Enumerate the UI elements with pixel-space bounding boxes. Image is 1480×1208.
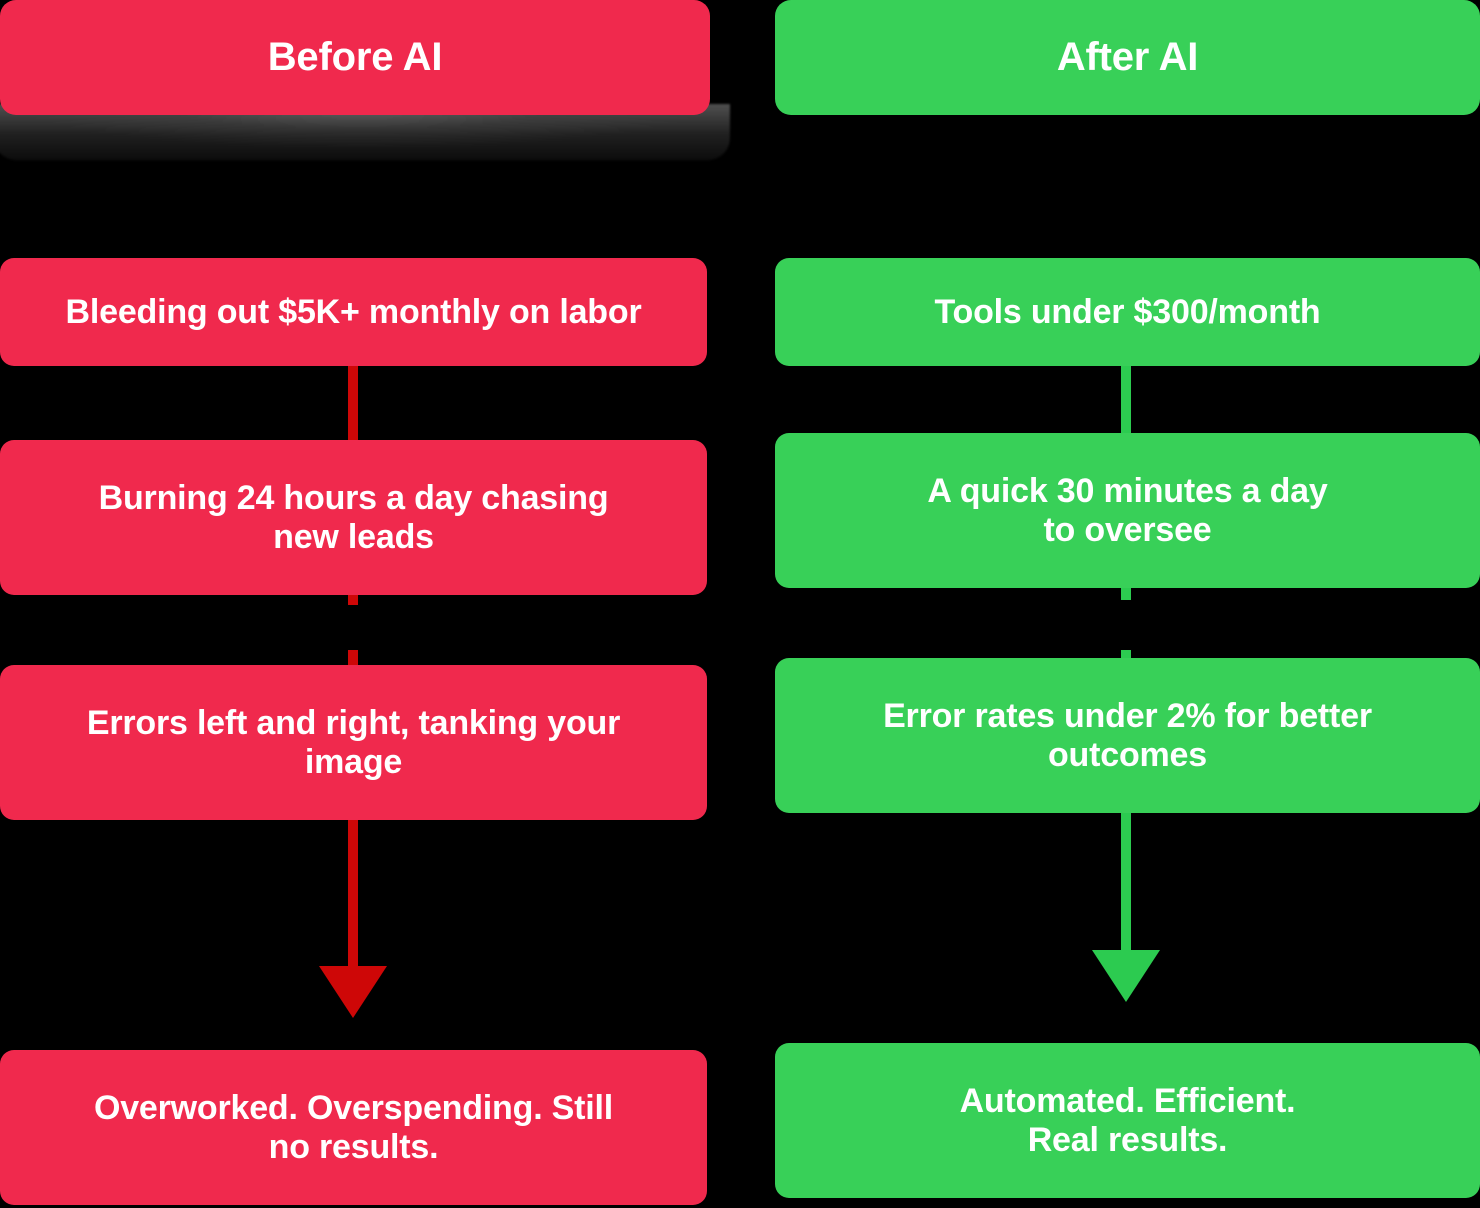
after-step-2: A quick 30 minutes a day to oversee: [775, 433, 1480, 588]
before-step-1-label: Bleeding out $5K+ monthly on labor: [65, 292, 642, 331]
after-step-1: Tools under $300/month: [775, 258, 1480, 366]
before-step-1: Bleeding out $5K+ monthly on labor: [0, 258, 707, 366]
after-ai-header-label: After AI: [1056, 35, 1199, 80]
after-step-3: Error rates under 2% for better outcomes: [775, 658, 1480, 813]
before-ai-header: Before AI: [0, 0, 710, 115]
before-outcome: Overworked. Overspending. Still no resul…: [0, 1050, 707, 1205]
after-ai-header: After AI: [775, 0, 1480, 115]
arrow-down-icon-green: [1092, 950, 1160, 1002]
after-outcome: Automated. Efficient. Real results.: [775, 1043, 1480, 1198]
before-step-3: Errors left and right, tanking your imag…: [0, 665, 707, 820]
after-outcome-label: Automated. Efficient. Real results.: [959, 1082, 1296, 1159]
arrow-down-icon-red: [319, 966, 387, 1018]
after-step-1-label: Tools under $300/month: [934, 292, 1321, 331]
before-step-2: Burning 24 hours a day chasing new leads: [0, 440, 707, 595]
connector-red-1: [348, 360, 358, 446]
before-step-3-label: Errors left and right, tanking your imag…: [86, 704, 621, 781]
after-step-3-label: Error rates under 2% for better outcomes: [883, 697, 1372, 774]
before-ai-header-label: Before AI: [267, 35, 443, 80]
connector-green-1: [1121, 360, 1131, 440]
after-step-2-label: A quick 30 minutes a day to oversee: [927, 472, 1328, 549]
before-step-2-label: Burning 24 hours a day chasing new leads: [98, 479, 609, 556]
before-outcome-label: Overworked. Overspending. Still no resul…: [93, 1089, 614, 1166]
